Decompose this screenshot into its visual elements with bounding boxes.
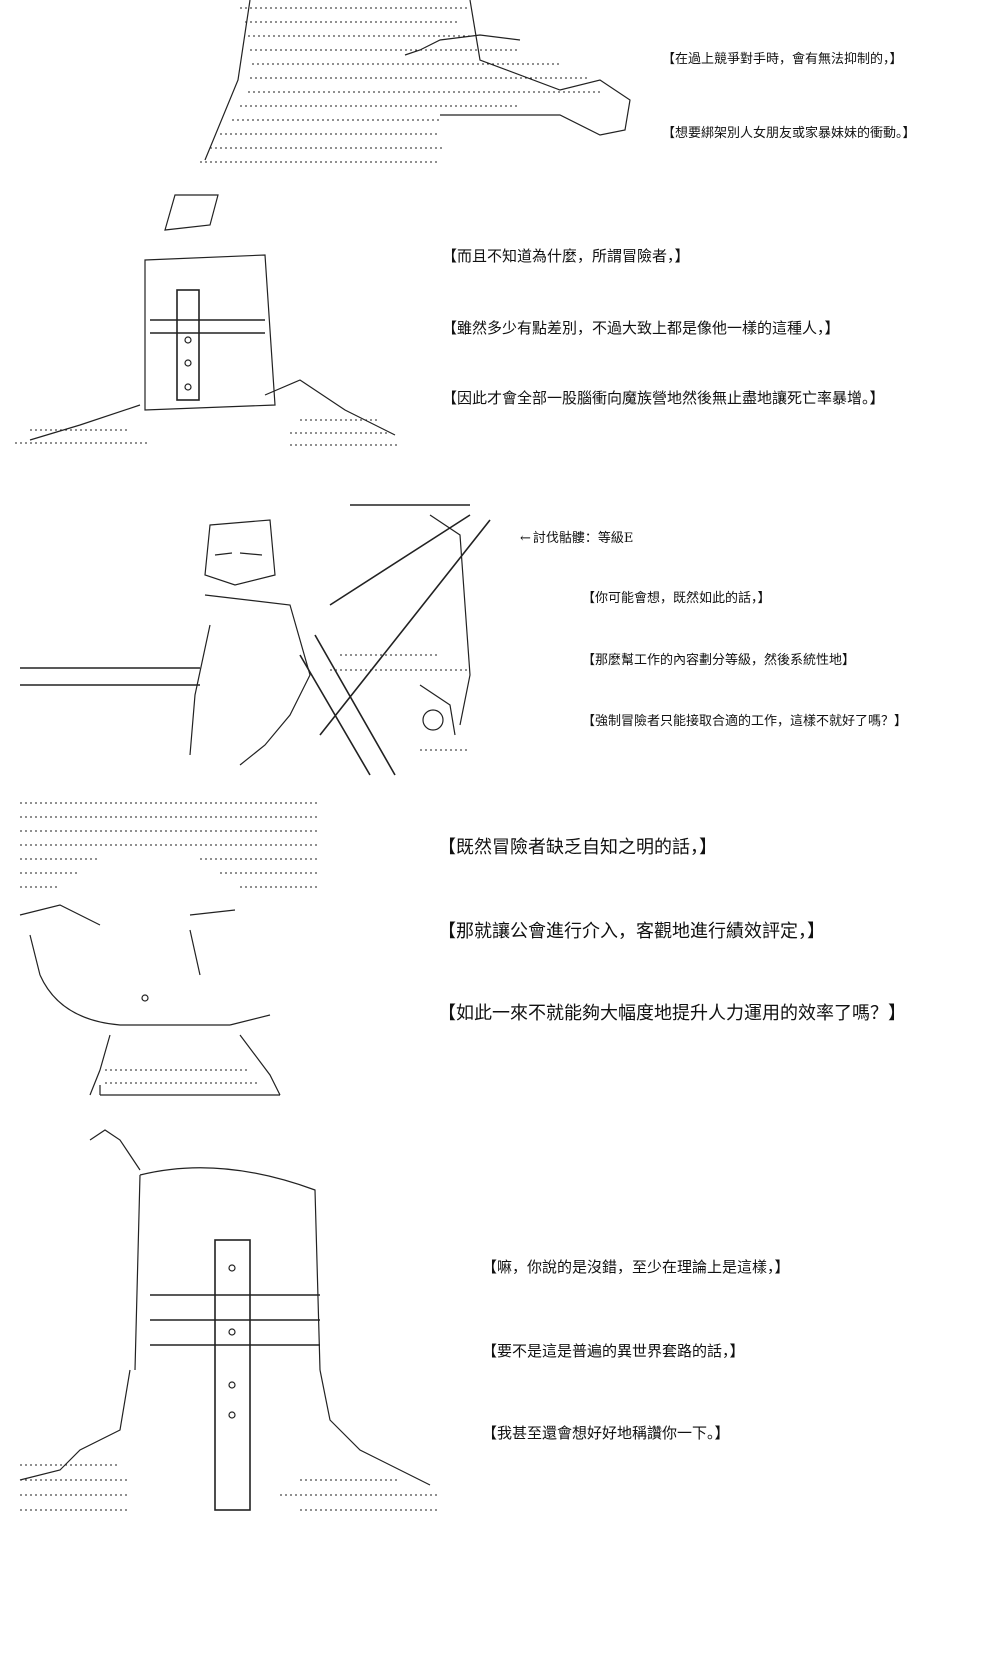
caption-line: 【而且不知道為什麼，所謂冒險者，】 bbox=[442, 247, 690, 265]
caption-line: 【要不是這是普遍的異世界套路的話，】 bbox=[482, 1342, 745, 1360]
left-arrow-icon: ← bbox=[520, 531, 531, 546]
caption-line: 【強制冒險者只能接取合適的工作，這樣不就好了嗎？】 bbox=[582, 714, 908, 729]
caption-line: 【在過上競爭對手時，會有無法抑制的，】 bbox=[662, 52, 903, 67]
panel-2: 【而且不知道為什麼，所謂冒險者，】 【雖然多少有點差別，不過大致上都是像他一樣的… bbox=[0, 175, 1000, 475]
caption-line: 【嘛，你說的是沒錯，至少在理論上是這樣，】 bbox=[482, 1258, 790, 1276]
panel-5: 【嘛，你說的是沒錯，至少在理論上是這樣，】 【要不是這是普遍的異世界套路的話，】… bbox=[0, 1110, 1000, 1674]
caption-line: 【那麼幫工作的內容劃分等級，然後系統性地】 bbox=[582, 653, 856, 668]
caption-line: 【你可能會想，既然如此的話，】 bbox=[582, 591, 771, 606]
ascii-art-skeleton-warrior bbox=[0, 475, 520, 785]
caption-line: 【如此一來不就能夠大幅度地提升人力運用的效率了嗎？】 bbox=[438, 1003, 906, 1024]
ascii-art-bucket-helmet-knight-closeup bbox=[0, 1110, 460, 1530]
ascii-art-figure-reaching bbox=[0, 0, 660, 175]
quest-label: ←討伐骷髏：等級E bbox=[520, 527, 633, 546]
caption-line: 【因此才會全部一股腦衝向魔族營地然後無止盡地讓死亡率暴增。】 bbox=[442, 389, 885, 407]
panel-4: 【既然冒險者缺乏自知之明的話，】 【那就讓公會進行介入，客觀地進行績效評定，】 … bbox=[0, 785, 1000, 1110]
caption-line: 【雖然多少有點差別，不過大致上都是像他一樣的這種人，】 bbox=[442, 319, 840, 337]
panel-3: ←討伐骷髏：等級E 【你可能會想，既然如此的話，】 【那麼幫工作的內容劃分等級，… bbox=[0, 475, 1000, 785]
caption-line: 【我甚至還會想好好地稱讚你一下。】 bbox=[482, 1424, 730, 1442]
caption-line: 【想要綁架別人女朋友或家暴妹妹的衝動。】 bbox=[662, 126, 916, 141]
caption-line: 【既然冒險者缺乏自知之明的話，】 bbox=[438, 837, 717, 858]
ascii-art-shocked-girl bbox=[0, 785, 340, 1110]
panel-1: 【在過上競爭對手時，會有無法抑制的，】 【想要綁架別人女朋友或家暴妹妹的衝動。】 bbox=[0, 0, 1000, 175]
quest-label-text: 討伐骷髏：等級E bbox=[532, 531, 634, 546]
caption-line: 【那就讓公會進行介入，客觀地進行績效評定，】 bbox=[438, 921, 825, 942]
ascii-art-bucket-helmet-knight bbox=[0, 175, 440, 475]
